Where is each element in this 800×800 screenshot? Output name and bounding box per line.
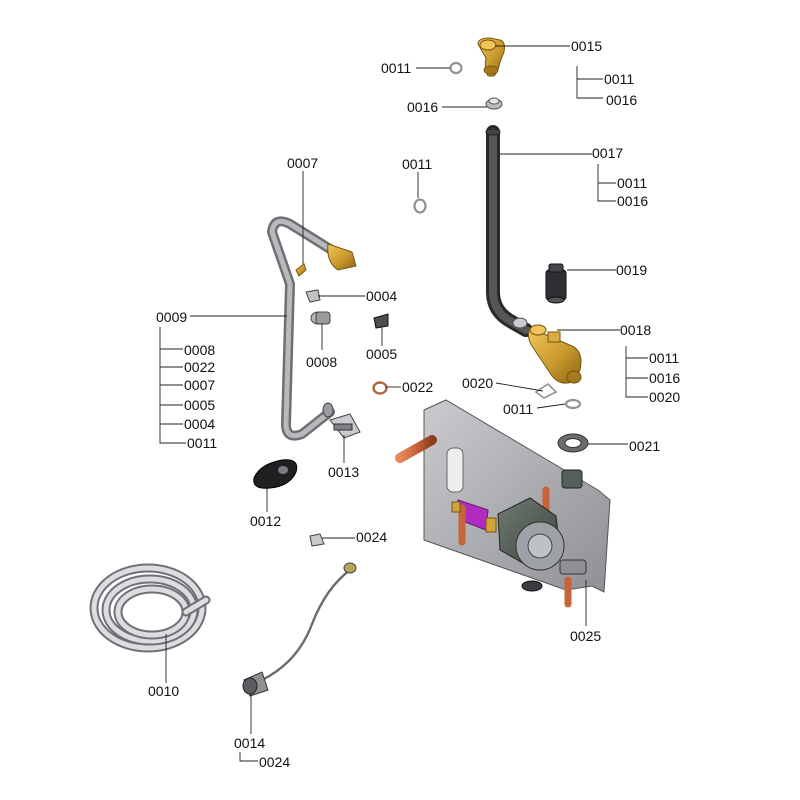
leader-lines (159, 45, 648, 762)
label-0011-top-left: 0011 (381, 60, 411, 76)
label-0018: 0018 (620, 322, 651, 338)
label-0008-list: 0008 (184, 342, 215, 358)
part-0004-clip (305, 289, 321, 303)
part-0011-seal-ring-middle (413, 198, 427, 214)
part-0025-main-pump-assembly (395, 399, 611, 608)
label-0011-middle: 0011 (402, 156, 432, 172)
part-0022-copper-ring (372, 381, 388, 395)
part-0018-brass-valve (527, 324, 582, 384)
label-0024-bottom: 0024 (259, 754, 290, 770)
label-0016-clip: 0016 (407, 99, 438, 115)
part-0020-wire-clip (534, 382, 558, 399)
label-0020-valve-group: 0020 (649, 389, 680, 405)
label-0009: 0009 (156, 309, 187, 325)
label-0004-middle: 0004 (366, 288, 397, 304)
part-0012-flange-plate (253, 459, 298, 489)
part-0010-coiled-hose (89, 563, 211, 653)
label-0012: 0012 (250, 513, 281, 529)
label-0007-top: 0007 (287, 155, 318, 171)
label-0024-middle: 0024 (356, 529, 387, 545)
part-0013-bracket (329, 413, 361, 439)
part-0015-brass-elbow (477, 37, 505, 77)
label-0011-lower: 0011 (503, 401, 533, 417)
label-0005-list: 0005 (184, 397, 215, 413)
label-0016-valve-group: 0016 (649, 370, 680, 386)
part-0008-connector (310, 311, 331, 325)
label-0022-list: 0022 (184, 359, 215, 375)
part-0024-small-clip (309, 533, 325, 547)
part-0009-grey-pipe (267, 216, 357, 441)
label-0020-clip: 0020 (462, 375, 493, 391)
label-0025: 0025 (570, 628, 601, 644)
label-0014: 0014 (234, 735, 265, 751)
part-0014-sensor-cable (242, 562, 357, 697)
label-0010: 0010 (148, 683, 179, 699)
label-0022-middle: 0022 (402, 379, 433, 395)
part-0016-clip (485, 97, 503, 110)
part-0011-seal-ring-lower (564, 398, 582, 410)
part-0011-seal-ring-top (449, 61, 463, 75)
label-0015: 0015 (571, 38, 602, 54)
label-0004-list: 0004 (184, 416, 215, 432)
part-labels: 0015 0011 0011 0016 0016 0017 0011 0016 … (148, 38, 680, 770)
part-0021-gasket (557, 433, 589, 453)
part-0017-black-hose (485, 125, 533, 337)
label-0013: 0013 (328, 464, 359, 480)
label-0019: 0019 (616, 262, 647, 278)
label-0005-middle: 0005 (366, 346, 397, 362)
label-0016-top-right: 0016 (606, 92, 637, 108)
label-0011-hose-group: 0011 (617, 175, 647, 191)
label-0017: 0017 (592, 145, 623, 161)
label-0016-hose-group: 0016 (617, 193, 648, 209)
label-0008-middle: 0008 (306, 354, 337, 370)
label-0007-list: 0007 (184, 377, 215, 393)
label-0011-top-right: 0011 (604, 71, 634, 87)
part-0007-brass-nipple (295, 263, 307, 277)
part-0019-air-vent (545, 263, 567, 304)
label-0021: 0021 (629, 438, 660, 454)
label-0011-list: 0011 (187, 435, 217, 451)
part-0005-clip (373, 313, 389, 329)
label-0011-valve-group: 0011 (649, 350, 679, 366)
